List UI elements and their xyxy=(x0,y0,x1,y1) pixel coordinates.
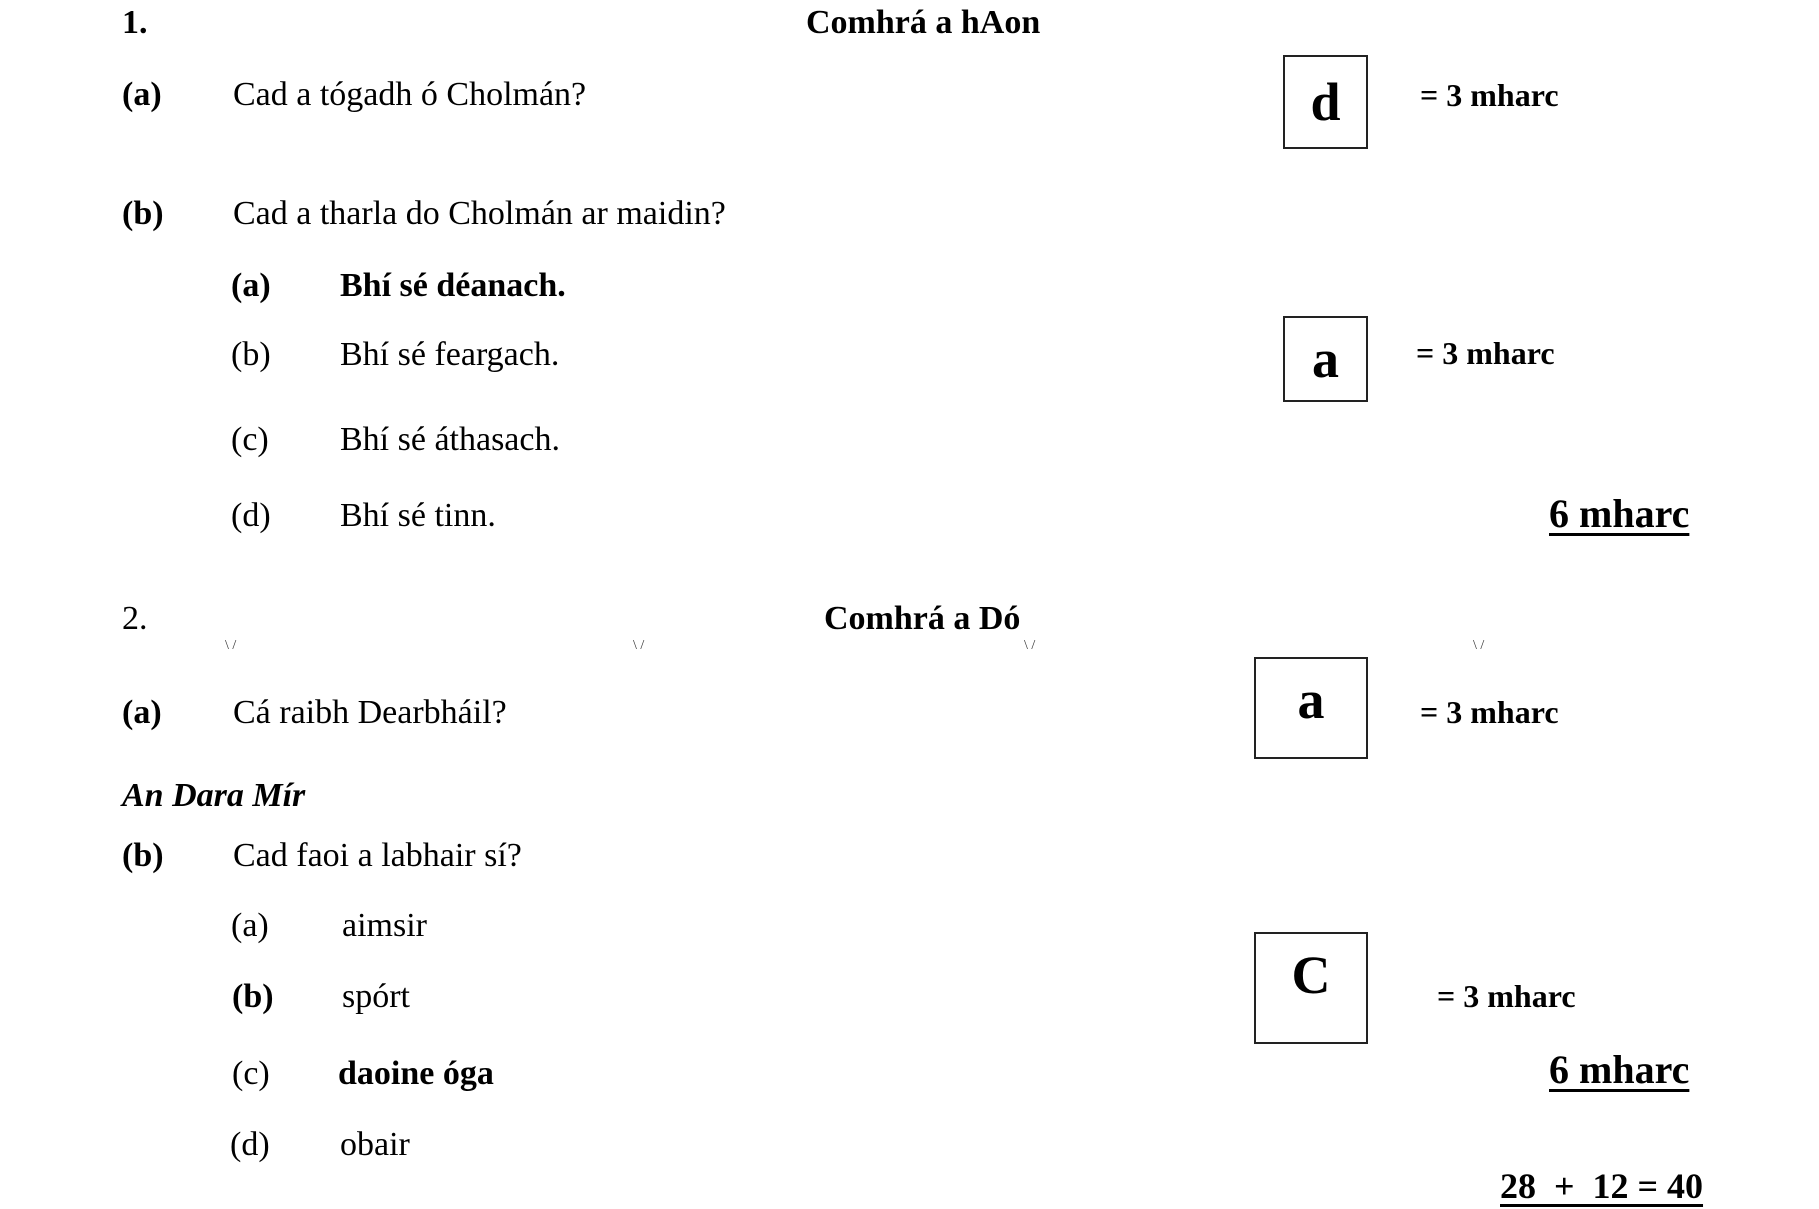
q1a-label: (a) xyxy=(122,76,162,113)
grand-total: 28 + 12 = 40 xyxy=(1500,1166,1704,1206)
q2-number: 2. xyxy=(122,600,148,637)
q1a-question: Cad a tógadh ó Cholmán? xyxy=(233,76,587,113)
tick-mark: \ / xyxy=(1473,638,1485,653)
section-heading: An Dara Mír xyxy=(122,777,306,814)
q1b-question: Cad a tharla do Cholmán ar maidin? xyxy=(233,195,726,232)
q1b-option-text: Bhí sé tinn. xyxy=(340,497,496,534)
q2a-label: (a) xyxy=(122,694,162,731)
q2b-option-label: (d) xyxy=(230,1126,270,1163)
q2b-question: Cad faoi a labhair sí? xyxy=(233,837,522,874)
q1b-option-text: Bhí sé áthasach. xyxy=(340,421,560,458)
q1b-option-label: (d) xyxy=(231,497,271,534)
q2a-question: Cá raibh Dearbháil? xyxy=(233,694,507,731)
q1b-option-text: Bhí sé déanach. xyxy=(340,267,566,304)
q2b-label: (b) xyxy=(122,837,164,874)
q2-title: Comhrá a Dó xyxy=(824,600,1021,637)
q1b-option-label: (b) xyxy=(231,336,271,373)
tick-mark: \ / xyxy=(1024,638,1036,653)
q2a-marks: = 3 mharc xyxy=(1420,694,1559,730)
q1-title: Comhrá a hAon xyxy=(806,4,1041,41)
tick-mark: \ / xyxy=(633,638,645,653)
q2b-option-label: (a) xyxy=(231,907,269,944)
q1-total-marks: 6 mharc xyxy=(1549,491,1690,536)
q1a-answer-box: d xyxy=(1283,55,1368,149)
q1a-marks: = 3 mharc xyxy=(1420,77,1559,113)
q2b-option-text: obair xyxy=(340,1126,410,1163)
q1b-option-label: (c) xyxy=(231,421,269,458)
q1b-label: (b) xyxy=(122,195,164,232)
q2b-option-text: spórt xyxy=(342,978,410,1015)
q1b-option-label: (a) xyxy=(231,267,271,304)
q2b-marks: = 3 mharc xyxy=(1437,978,1576,1014)
q2a-answer-box: a xyxy=(1254,657,1368,759)
q2b-option-text: aimsir xyxy=(342,907,427,944)
q1b-option-text: Bhí sé feargach. xyxy=(340,336,560,373)
q2b-option-label: (c) xyxy=(232,1055,270,1092)
q2-total-marks: 6 mharc xyxy=(1549,1047,1690,1092)
q2b-option-text: daoine óga xyxy=(338,1055,494,1092)
q1b-answer-box: a xyxy=(1283,316,1368,402)
q1-number: 1. xyxy=(122,4,148,41)
q1b-marks: = 3 mharc xyxy=(1416,335,1555,371)
q2b-option-label: (b) xyxy=(232,978,274,1015)
q2b-answer-box: C xyxy=(1254,932,1368,1044)
tick-mark: \ / xyxy=(225,638,237,653)
